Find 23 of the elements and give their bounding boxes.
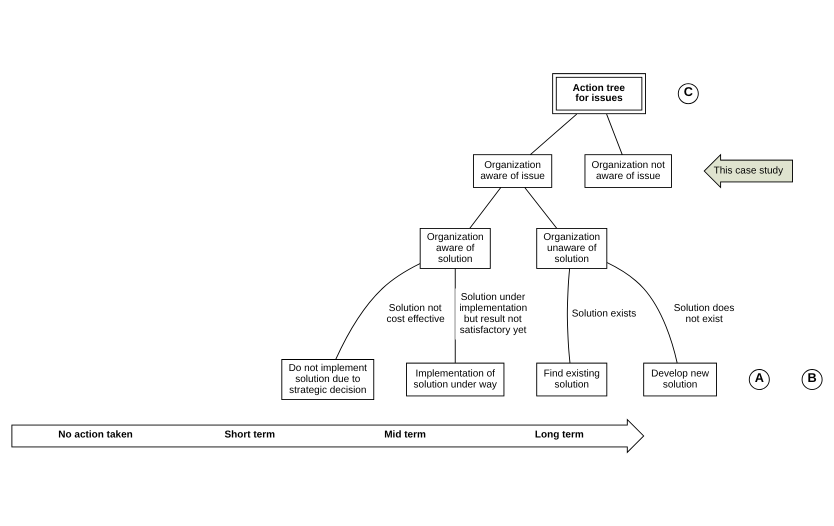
connector: [530, 114, 578, 156]
connector: [524, 187, 558, 229]
node-box: Organization not aware of issue: [584, 154, 672, 188]
node-circle: B: [802, 369, 823, 390]
connector: [335, 263, 421, 360]
node-box: Develop new solution: [643, 362, 717, 396]
connector: [606, 114, 623, 156]
edge-label: Solution does not exist: [674, 303, 734, 325]
node-box: Action tree for issues: [552, 73, 646, 114]
edge-label: Solution not cost effective: [386, 303, 445, 325]
node-circle: C: [678, 83, 699, 104]
node-box: Find existing solution: [536, 362, 608, 396]
node-box: Organization aware of issue: [473, 154, 552, 188]
node-circle: A: [748, 369, 770, 390]
connector: [566, 268, 570, 364]
edge-label: Solution exists: [572, 308, 636, 320]
node-box: Organization aware of solution: [420, 228, 491, 269]
node-box: Do not implement solution due to strategic decision: [281, 359, 374, 400]
connector: [469, 187, 502, 229]
connector: [606, 262, 678, 364]
node-box: Organization unaware of solution: [536, 228, 608, 269]
edge-label: Solution under implementation but result not satisfactory yet: [459, 292, 528, 336]
node-box: Implementation of solution under way: [406, 362, 504, 396]
